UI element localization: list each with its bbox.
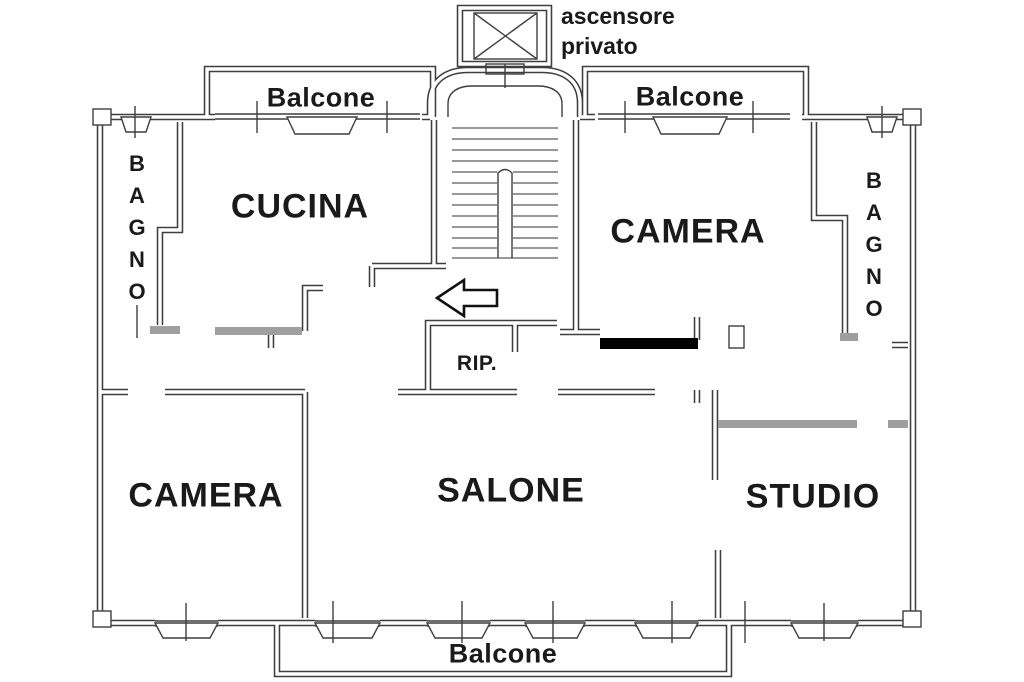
bagno-left-letter: G bbox=[128, 215, 146, 240]
elevator-label-line1: ascensore bbox=[561, 3, 675, 29]
bagno-left-letter: A bbox=[129, 183, 145, 208]
elevator-label: ascensore privato bbox=[561, 1, 675, 61]
bagno-right-letter: B bbox=[866, 168, 882, 193]
room-label-studio: STUDIO bbox=[745, 477, 881, 516]
gray-walls bbox=[150, 326, 908, 428]
staircase bbox=[447, 85, 563, 259]
room-label-cucina: CUCINA bbox=[230, 187, 370, 226]
bagno-right-letter: A bbox=[866, 200, 882, 225]
window-sill bbox=[633, 622, 700, 639]
corner-pillars bbox=[92, 108, 922, 628]
bagno-left-letter: N bbox=[129, 247, 145, 272]
door-leaf bbox=[728, 325, 745, 349]
room-label-rip: RIP. bbox=[456, 352, 498, 375]
room-label-bagno-right: B A G N O bbox=[865, 165, 882, 325]
room-label-camera-top: CAMERA bbox=[610, 212, 766, 251]
window-sill bbox=[425, 622, 492, 639]
bagno-right-letter: N bbox=[866, 264, 882, 289]
elevator-label-line2: privato bbox=[561, 33, 638, 59]
bagno-right-letter: G bbox=[865, 232, 883, 257]
balcony-top-left-label: Balcone bbox=[266, 82, 376, 113]
room-label-salone: SALONE bbox=[437, 471, 585, 510]
bagno-left-letter: O bbox=[128, 279, 146, 304]
misc-marks bbox=[136, 305, 745, 349]
window-sill bbox=[651, 116, 729, 135]
balcony-top-right-label: Balcone bbox=[635, 81, 745, 112]
walls bbox=[100, 8, 913, 674]
window-sill bbox=[285, 116, 359, 135]
room-label-camera-bottom: CAMERA bbox=[128, 476, 284, 515]
balcony-bottom-label: Balcone bbox=[448, 638, 558, 669]
window-sill bbox=[523, 622, 587, 639]
window-sill bbox=[120, 116, 152, 133]
windows bbox=[120, 101, 898, 643]
bagno-right-letter: O bbox=[865, 296, 883, 321]
entrance-arrow-icon bbox=[434, 277, 499, 319]
elevator-icon bbox=[473, 12, 538, 88]
window-sill bbox=[313, 622, 382, 639]
door-threshold-bar bbox=[600, 338, 698, 349]
bagno-left-letter: B bbox=[129, 151, 145, 176]
room-label-bagno-left: B A G N O bbox=[128, 148, 145, 308]
